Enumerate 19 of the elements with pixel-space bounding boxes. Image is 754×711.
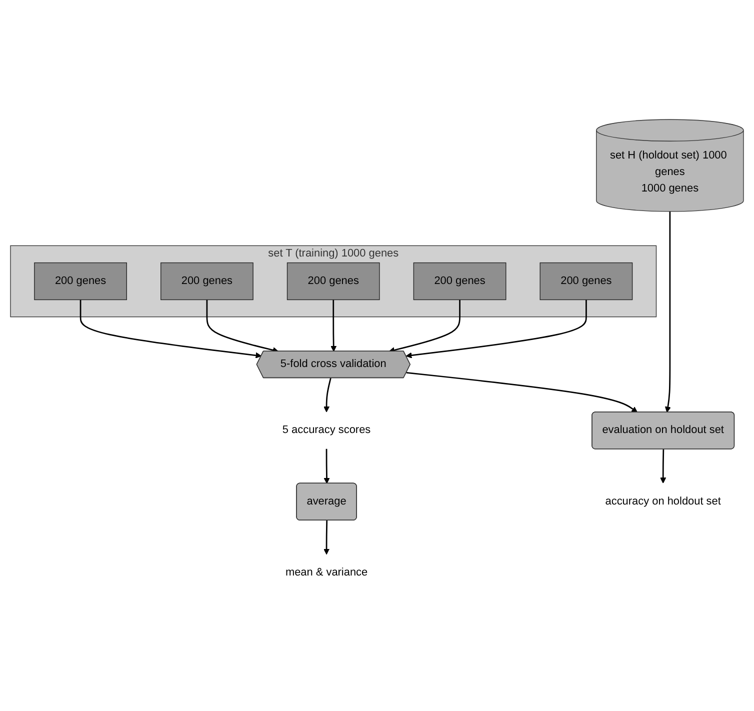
- node-text: accuracy on holdout set: [605, 496, 721, 508]
- node-box: 200 genes: [540, 262, 633, 300]
- arrow: [388, 300, 460, 354]
- arrow: [406, 300, 587, 358]
- node-box: 200 genes: [413, 262, 506, 300]
- arrow: [330, 300, 337, 352]
- arrow: [660, 449, 666, 484]
- node-box: 200 genes: [286, 262, 380, 300]
- arrow: [206, 300, 279, 354]
- arrow: [664, 212, 671, 413]
- arrow: [324, 520, 330, 555]
- arrow: [324, 378, 332, 412]
- node-box: 200 genes: [160, 262, 254, 300]
- arrow: [324, 449, 330, 484]
- node-box: 200 genes: [34, 262, 127, 300]
- node-text: mean & variance: [285, 566, 368, 578]
- arrow: [80, 300, 262, 358]
- arrow: [406, 372, 638, 413]
- node-text: 5 accuracy scores: [282, 424, 371, 436]
